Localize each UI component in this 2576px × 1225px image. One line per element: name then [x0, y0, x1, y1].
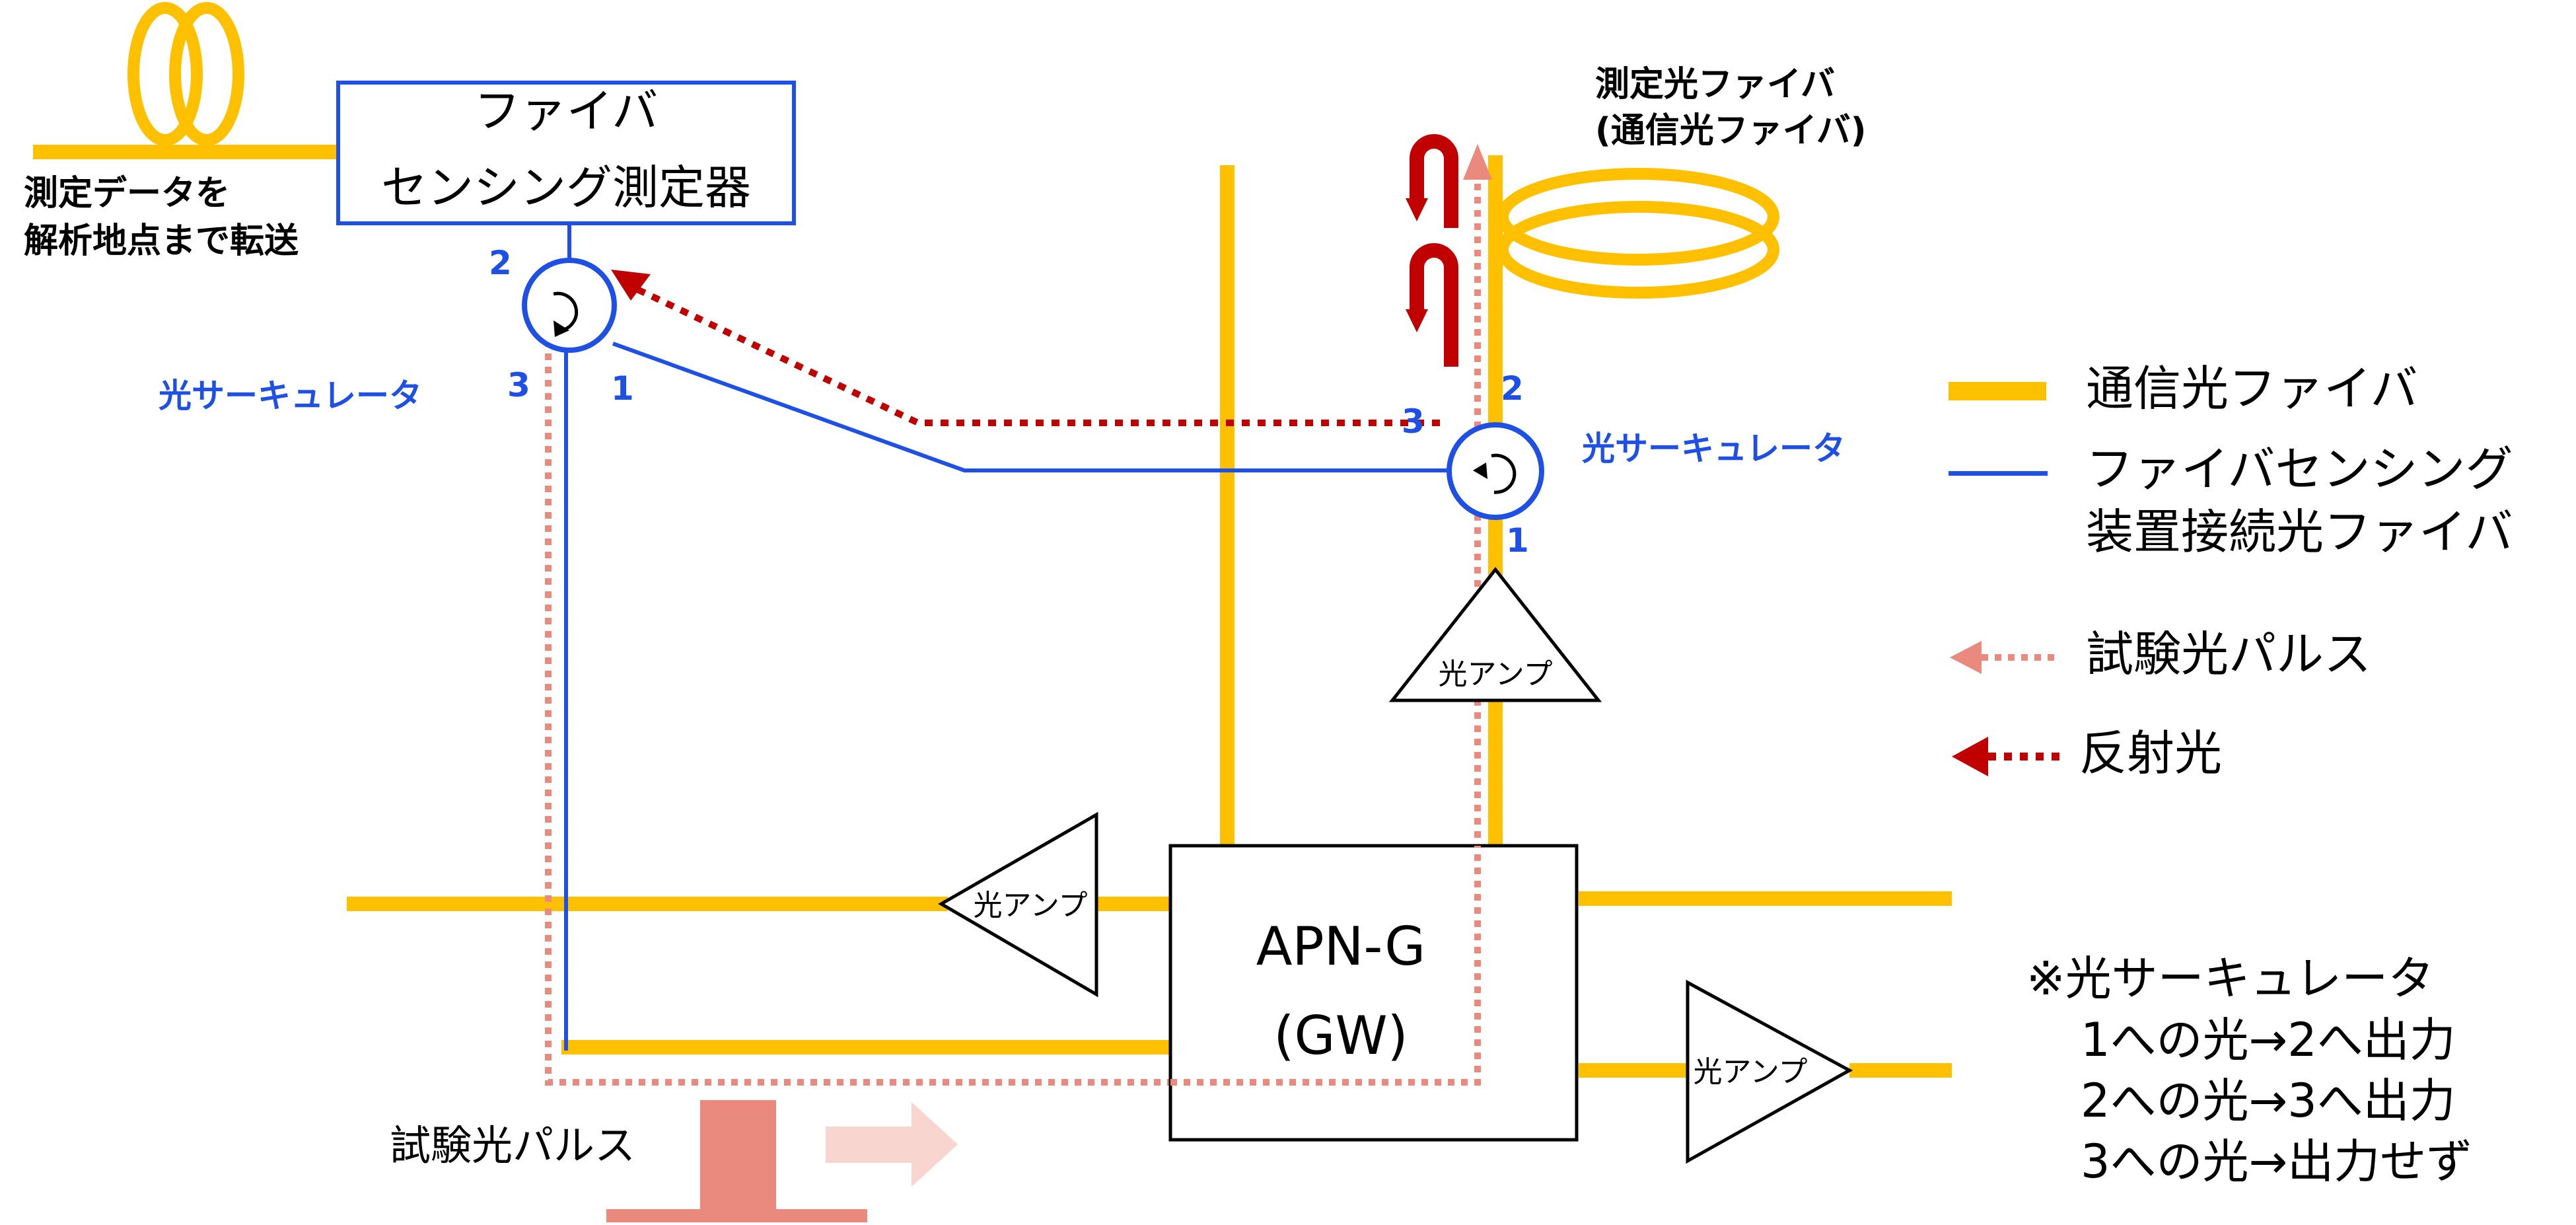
circulator-note-line1: 1への光→2へ出力 [2081, 1013, 2456, 1067]
reflection-uturn-arrows [1410, 134, 1458, 367]
fiber-coil-top-left [127, 2, 244, 146]
legend: 通信光ファイバ ファイバセンシング 装置接続光ファイバ 試験光パルス 反射光 [1949, 361, 2513, 781]
legend-swatch-reflected-head [1952, 737, 1988, 776]
test-pulse-path-in-gw [1170, 846, 1481, 1086]
legend-swatch-test-pulse-head [1950, 641, 1982, 674]
transfer-note-line1: 測定データを [24, 174, 230, 213]
gateway-line1: APN-G [1256, 916, 1426, 977]
legend-label-sensing-fiber-line1: ファイバセンシング [2086, 441, 2513, 497]
circulator-left-port3: 3 [507, 366, 530, 404]
circulator-left [522, 258, 617, 353]
measured-fiber-line1: 測定光ファイバ [1595, 65, 1835, 104]
test-pulse-arrowhead [1463, 144, 1492, 180]
measurement-device-line2: センシング測定器 [381, 161, 751, 215]
circulator-right-port1: 1 [1506, 521, 1529, 560]
circulator-note: ※光サーキュレータ 1への光→2へ出力 2への光→3へ出力 3への光→出力せず [2026, 951, 2472, 1189]
amp-right-vertical-label: 光アンプ [1439, 657, 1553, 691]
fiber-coil-measured [1497, 168, 1779, 299]
circulator-right-rotation-icon [1491, 453, 1517, 494]
circulator-left-label: 光サーキュレータ [159, 377, 422, 415]
circulator-note-line3: 3への光→出力せず [2081, 1134, 2472, 1189]
reflected-path [635, 286, 1440, 426]
circulator-left-port2: 2 [489, 244, 512, 282]
circulator-note-line2: 2への光→3へ出力 [2081, 1074, 2456, 1128]
measurement-device-line1: ファイバ [474, 84, 659, 138]
legend-swatch-sensing-fiber [1949, 471, 2048, 476]
gateway-line2: (GW) [1273, 1005, 1408, 1066]
sensing-fiber-circ-port1-to-right [612, 342, 1450, 472]
legend-label-test-pulse: 試験光パルス [2086, 626, 2371, 682]
amp-right-bottom-label: 光アンプ [1694, 1055, 1808, 1089]
circulator-right-label: 光サーキュレータ [1582, 429, 1845, 468]
uturn-arrowhead-1 [1406, 198, 1428, 221]
circulator-right-port3: 3 [1402, 402, 1425, 441]
circulator-right [1447, 422, 1544, 520]
uturn-arrowhead-2 [1406, 309, 1428, 332]
legend-label-comm-fiber: 通信光ファイバ [2086, 361, 2418, 416]
amp-left-label: 光アンプ [974, 889, 1088, 922]
legend-label-sensing-fiber-line2: 装置接続光ファイバ [2086, 504, 2513, 560]
pulse-direction-arrow [826, 1102, 958, 1187]
circulator-left-rotation-arrowhead [554, 320, 569, 337]
legend-label-reflected: 反射光 [2079, 725, 2222, 781]
measurement-device-box [336, 81, 796, 225]
circulator-right-port2: 2 [1501, 369, 1524, 408]
transfer-note-line2: 解析地点まで転送 [24, 221, 299, 261]
circulator-note-title: ※光サーキュレータ [2026, 951, 2434, 1006]
amp-right-vertical [1388, 566, 1602, 702]
circulator-left-port1: 1 [611, 369, 634, 408]
legend-swatch-comm-fiber [1949, 382, 2046, 400]
test-pulse-shape [606, 1100, 867, 1222]
circulator-right-rotation-arrowhead [1473, 463, 1487, 479]
test-pulse-label: 試験光パルス [390, 1121, 635, 1169]
amp-left [938, 811, 1098, 998]
circulator-left-rotation-icon [553, 291, 579, 332]
gateway-box [1168, 844, 1579, 1142]
reflected-arrowhead [611, 270, 651, 301]
measured-fiber-line2: (通信光ファイバ) [1595, 111, 1867, 151]
amp-right-bottom [1686, 979, 1853, 1164]
